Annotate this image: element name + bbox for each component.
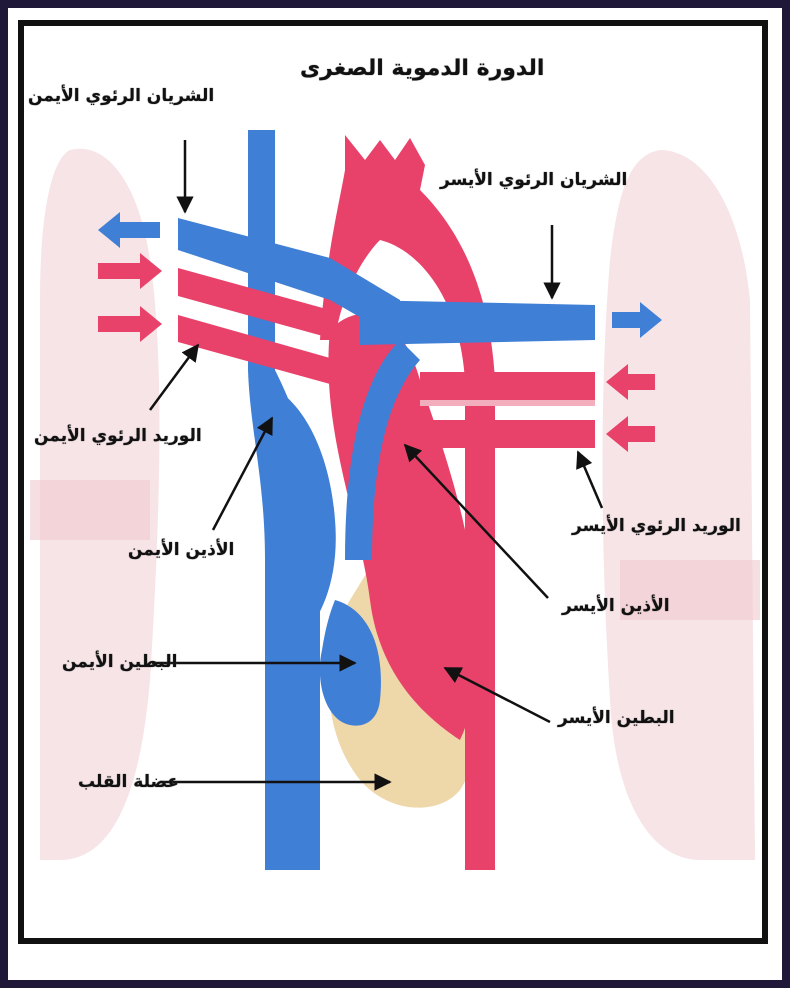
label-right-ventricle: البطين الأيمن [62,652,177,672]
label-left-pulmonary-vein: الوريد الرئوي الأيسر [572,516,741,536]
diagram-border [18,20,768,944]
label-right-pulmonary-vein: الوريد الرئوي الأيمن [34,426,202,446]
label-left-ventricle: البطين الأيسر [558,708,675,728]
label-left-atrium: الأذين الأيسر [562,596,670,616]
diagram-title: الدورة الدموية الصغرى [300,56,544,81]
label-right-pulmonary-artery: الشريان الرئوي الأيمن [28,86,214,106]
label-heart-muscle: عضلة القلب [78,772,179,792]
label-left-pulmonary-artery: الشريان الرئوي الأيسر [440,170,627,190]
label-right-atrium: الأذين الأيمن [128,540,234,560]
